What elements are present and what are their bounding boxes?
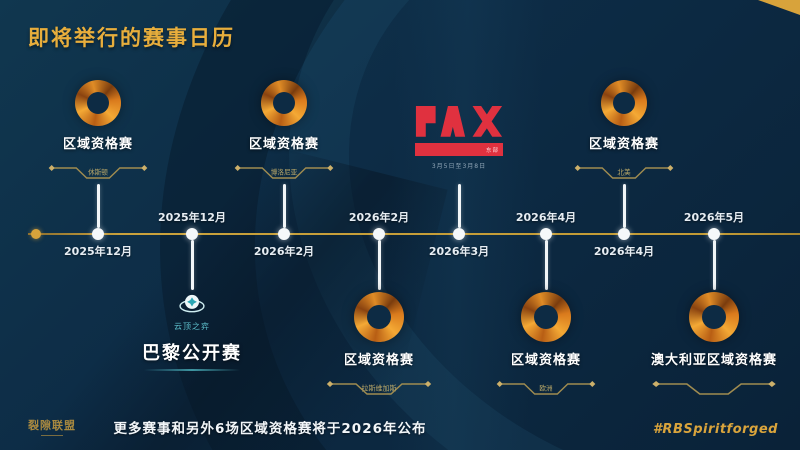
- footer-note: 更多赛事和另外6场区域资格赛将于2026年公布: [113, 421, 427, 437]
- pax-logo: [415, 106, 503, 137]
- event-connector: [377, 240, 381, 290]
- event-label: 区域资格赛: [248, 137, 319, 152]
- location-bracket: 北美: [574, 165, 674, 179]
- hashtag: #RBSpiritforged: [652, 422, 778, 437]
- event-label: 澳大利亚区域资格赛: [650, 353, 777, 368]
- event-connector: [457, 184, 461, 228]
- event-connector: [96, 184, 100, 228]
- event-pax: 东部 3月5日至3月8日: [389, 106, 529, 170]
- timeline-node: [540, 228, 552, 240]
- event-label: 区域资格赛: [62, 137, 133, 152]
- event-qualifier: 区域资格赛北美: [549, 80, 699, 184]
- corner-accent: [758, 0, 800, 15]
- event-date: 2026年5月: [683, 211, 745, 224]
- location-label: 北美: [617, 167, 630, 176]
- event-qualifier: 澳大利亚区域资格赛: [629, 292, 799, 400]
- tft-caption: 云顶之弈: [174, 322, 210, 331]
- event-qualifier: 区域资格赛拉斯维加斯: [294, 292, 464, 400]
- event-label: 巴黎公开赛: [142, 343, 242, 364]
- timeline-node: [708, 228, 720, 240]
- event-open: 云顶之弈巴黎公开赛: [107, 290, 277, 371]
- location-label: 欧洲: [539, 383, 552, 392]
- brand-logo: 裂隙联盟: [28, 417, 76, 436]
- event-date: 2026年4月: [515, 211, 577, 224]
- riftbound-swirl-logo: [601, 80, 647, 126]
- location-label: 休斯顿: [88, 167, 108, 176]
- event-date: 2026年4月: [593, 245, 655, 258]
- pax-caption: 3月5日至3月8日: [431, 163, 487, 170]
- riftbound-swirl-logo: [354, 292, 404, 342]
- label-underline: [144, 369, 240, 371]
- timeline-node: [186, 228, 198, 240]
- event-date: 2025年12月: [158, 211, 226, 224]
- event-connector: [544, 240, 548, 290]
- event-connector: [622, 184, 626, 228]
- event-qualifier: 区域资格赛休斯顿: [23, 80, 173, 184]
- event-connector: [712, 240, 716, 290]
- event-date: 2025年12月: [64, 245, 132, 258]
- location-bracket: 休斯顿: [48, 165, 148, 179]
- event-qualifier: 区域资格赛欧洲: [461, 292, 631, 400]
- tft-logo: [179, 294, 205, 313]
- location-label: 拉斯维加斯: [362, 384, 397, 393]
- timeline-node: [618, 228, 630, 240]
- event-qualifier: 区域资格赛博洛尼亚: [209, 80, 359, 184]
- timeline-node: [278, 228, 290, 240]
- location-bracket: 博洛尼亚: [234, 165, 334, 179]
- event-label: 区域资格赛: [343, 353, 414, 368]
- page-title: 即将举行的赛事日历: [28, 26, 235, 50]
- riftbound-swirl-logo: [75, 80, 121, 126]
- timeline-node: [92, 228, 104, 240]
- location-bracket: [652, 381, 776, 395]
- timeline-axis: [28, 233, 800, 235]
- event-connector: [190, 240, 194, 290]
- timeline-node: [373, 228, 385, 240]
- timeline-start-dot: [31, 229, 41, 239]
- event-connector: [282, 184, 286, 228]
- event-date: 2026年2月: [348, 211, 410, 224]
- event-label: 区域资格赛: [510, 353, 581, 368]
- riftbound-swirl-logo: [261, 80, 307, 126]
- pax-banner: 东部: [415, 143, 503, 156]
- riftbound-swirl-logo: [521, 292, 571, 342]
- event-label: 区域资格赛: [588, 137, 659, 152]
- riftbound-swirl-logo: [689, 292, 739, 342]
- timeline-node: [453, 228, 465, 240]
- event-date: 2026年3月: [428, 245, 490, 258]
- location-bracket: 欧洲: [496, 381, 596, 395]
- location-bracket: 拉斯维加斯: [326, 381, 432, 395]
- location-label: 博洛尼亚: [271, 167, 298, 176]
- event-date: 2026年2月: [253, 245, 315, 258]
- pax-banner-label: 东部: [485, 147, 499, 154]
